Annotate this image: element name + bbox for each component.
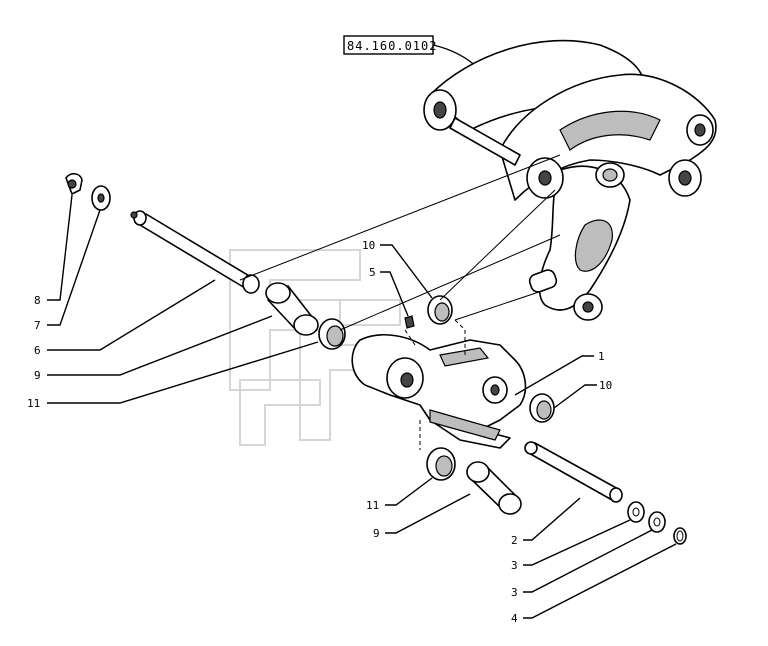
callout-1: 1: [598, 350, 605, 363]
callout-3: 3: [511, 559, 518, 572]
bearing-top: [318, 318, 346, 350]
callout-11: 11: [27, 397, 40, 410]
callout-2: 2: [511, 534, 518, 547]
pin-long-top: [130, 210, 260, 294]
leader-lines: [47, 194, 677, 619]
link-bracket: [351, 334, 527, 449]
callout-8: 8: [34, 294, 41, 307]
callout-11: 11: [366, 499, 379, 512]
callout-labels: 8 7 6 9 11 10 5 1 10 11 9 2 3 3 4: [27, 239, 612, 625]
callout-9: 9: [373, 527, 380, 540]
callout-5: 5: [369, 266, 376, 279]
bearing-bottom: [426, 447, 456, 481]
cotter-pin-and-washer: [65, 172, 111, 211]
callout-7: 7: [34, 319, 41, 332]
reference-label-text: 84.160.0102: [347, 39, 437, 53]
callout-10: 10: [362, 239, 375, 252]
callout-9: 9: [34, 369, 41, 382]
callout-4: 4: [511, 612, 518, 625]
washers-and-snap-ring: [627, 501, 687, 545]
callout-3: 3: [511, 586, 518, 599]
arm-assembly: [423, 39, 717, 321]
pin-long-bottom: [524, 441, 623, 503]
callout-10: 10: [599, 379, 612, 392]
assembly-lines: [239, 154, 561, 450]
callout-6: 6: [34, 344, 41, 357]
bushing-top: [265, 282, 319, 336]
reference-label-box[interactable]: 84.160.0102: [343, 35, 481, 71]
bearing-upper: [427, 295, 453, 325]
bushing-bottom: [466, 461, 522, 515]
grease-fitting: [404, 315, 415, 329]
bearing-right: [529, 393, 555, 423]
